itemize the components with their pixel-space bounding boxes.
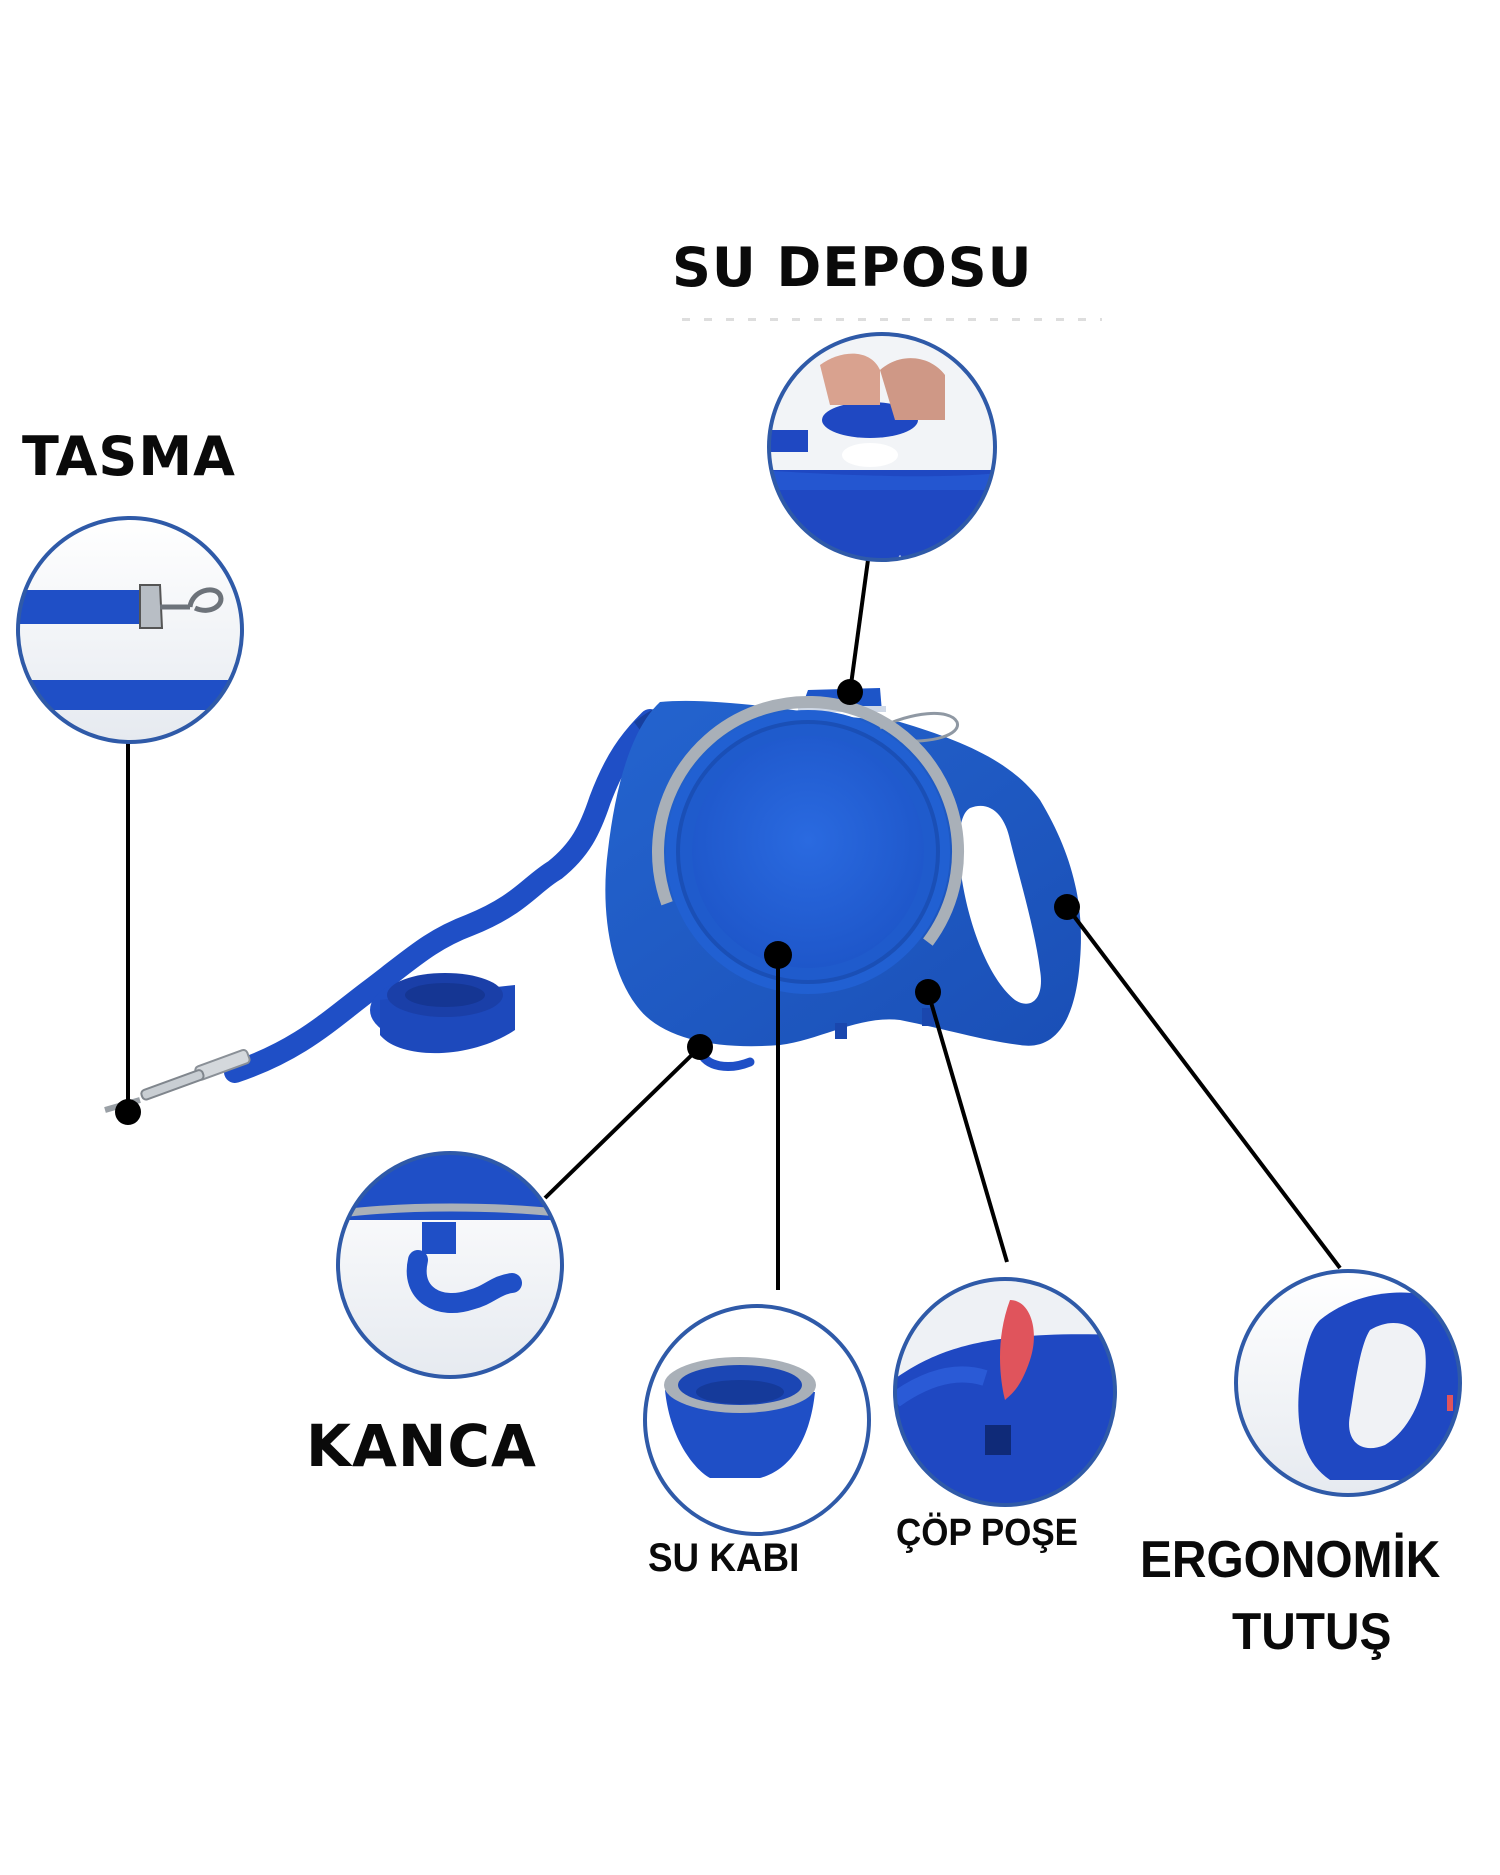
- detail-circle-ergonomik-tutus: [1234, 1269, 1462, 1497]
- label-ergonomik: ERGONOMİK: [1140, 1531, 1441, 1589]
- dot-su-kabi: [764, 941, 792, 969]
- leash-strap: [224, 701, 691, 1083]
- label-su-kabi: SU KABI: [648, 1536, 800, 1580]
- label-su-deposu: SU DEPOSU: [672, 236, 1033, 299]
- label-tutus: TUTUŞ: [1232, 1603, 1392, 1661]
- dot-cop-pose: [915, 979, 941, 1005]
- pointer-cop-pose: [926, 991, 1009, 1263]
- dot-ergonomik: [1054, 894, 1080, 920]
- pointer-su-deposu: [848, 559, 870, 693]
- pointer-dots: [115, 679, 1080, 1125]
- pointer-ergonomik: [1065, 905, 1342, 1270]
- detail-circle-cop-pose: [893, 1277, 1117, 1507]
- pointer-lines: [126, 559, 1342, 1290]
- detail-circle-tasma: [16, 516, 244, 744]
- dot-su-deposu: [837, 679, 863, 705]
- leash-dispenser-device: [605, 688, 1081, 1071]
- pointer-kanca: [543, 1045, 702, 1200]
- label-cop-pose: ÇÖP POŞE: [896, 1512, 1078, 1554]
- label-tasma: TASMA: [22, 425, 236, 488]
- label-kanca: KANCA: [306, 1412, 537, 1480]
- dot-tasma: [115, 1099, 141, 1125]
- detail-circle-kanca: [336, 1151, 564, 1379]
- detail-circle-su-deposu: [767, 332, 997, 562]
- detail-circle-su-kabi: [643, 1304, 871, 1536]
- dot-kanca: [687, 1034, 713, 1060]
- faint-decorative-line: [682, 318, 1102, 321]
